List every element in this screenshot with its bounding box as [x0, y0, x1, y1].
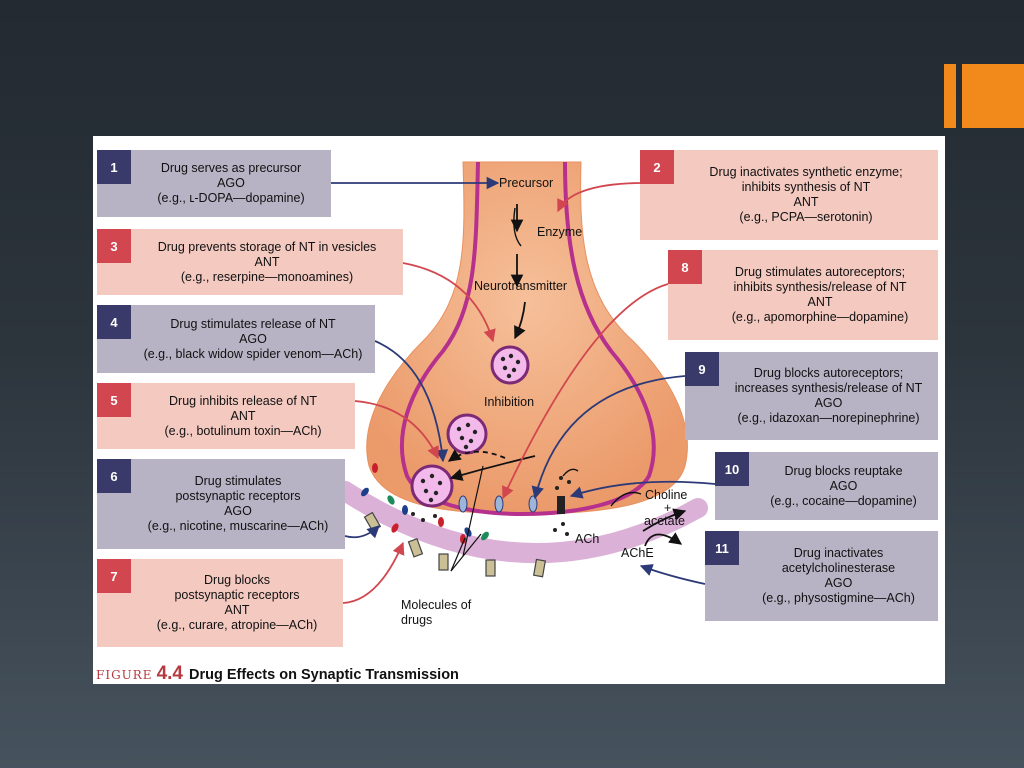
vesicle-neurotransmitter [411, 353, 571, 536]
caption-figure-word: FIGURE [96, 668, 153, 682]
box-9: 9 Drug blocks autoreceptors; increases s… [685, 352, 938, 440]
box-number: 5 [97, 383, 131, 417]
box-text-line: (e.g., curare, atropine—ACh) [156, 618, 318, 632]
box-text-line: Drug blocks reuptake [784, 463, 903, 478]
box-text-line: (e.g., cocaine—dopamine) [770, 493, 917, 508]
box-text-line: Drug blocks autoreceptors; [753, 366, 904, 380]
box-text-line: (e.g., apomorphine—dopamine) [731, 310, 909, 324]
box-text-line: AGO [824, 576, 853, 590]
box-text-line: Drug inhibits release of NT [169, 393, 317, 408]
drug-molecules [361, 463, 489, 544]
label-enzyme: Enzyme [537, 225, 583, 239]
box-6: 6 Drug stimulates postsynaptic receptors… [97, 459, 345, 549]
box-text-line: Drug stimulates release of NT [170, 316, 336, 331]
synapse-diagram [330, 161, 716, 604]
presynaptic-membrane [399, 161, 656, 517]
box-10: 10 Drug blocks reuptake AGO (e.g., cocai… [715, 452, 938, 520]
box-text-line: ANT [807, 295, 833, 309]
box-text-line: Drug blocks [204, 573, 270, 587]
label-inhibition: Inhibition [484, 395, 535, 409]
box-text-line: AGO [217, 176, 245, 190]
autoreceptors [458, 495, 538, 513]
box-8: 8 Drug stimulates autoreceptors; inhibit… [668, 250, 938, 340]
box-text-line: (e.g., reserpine—monoamines) [180, 269, 354, 284]
box-text-line: (e.g., PCPA—serotonin) [739, 210, 873, 224]
box-7: 7 Drug blocks postsynaptic receptors ANT… [97, 559, 343, 647]
caption-figure-number: 4.4 [156, 663, 183, 684]
box-number: 11 [705, 531, 739, 565]
box-text-line: increases synthesis/release of NT [734, 381, 923, 395]
accent-bar-thin [944, 64, 956, 128]
box-text-line: ANT [254, 254, 280, 269]
box-text-line: (e.g., botulinum toxin—ACh) [164, 423, 322, 438]
box-text-line: postsynaptic receptors [174, 588, 300, 602]
box-number: 10 [715, 452, 749, 486]
label-acetate: acetate [644, 514, 686, 528]
box-4: 4 Drug stimulates release of NT AGO (e.g… [97, 305, 375, 373]
box-text-line: (e.g., nicotine, muscarine—ACh) [147, 519, 329, 533]
box-text-line: Drug serves as precursor [160, 161, 302, 175]
box-text-line: ANT [230, 408, 256, 423]
box-text-line: Drug inactivates [793, 546, 884, 560]
postsynaptic-receptors [363, 511, 547, 578]
box-text-line: (e.g., black widow spider venom—ACh) [143, 346, 363, 361]
box-1: 1 Drug serves as precursor AGO (e.g., ʟ-… [97, 150, 331, 217]
label-neurotransmitter: Neurotransmitter [474, 279, 568, 293]
label-molecules-of-drugs: Molecules of [401, 598, 472, 612]
box-3: 3 Drug prevents storage of NT in vesicle… [97, 229, 403, 295]
box-text-line: (e.g., physostigmine—ACh) [762, 591, 915, 605]
box-number: 1 [97, 150, 131, 184]
box-text-line: Drug stimulates [194, 474, 282, 488]
box-text-line: ANT [793, 195, 819, 209]
box-text-line: (e.g., ʟ-DOPA—dopamine) [157, 191, 305, 205]
label-choline: Choline [645, 488, 688, 502]
vesicles [410, 345, 530, 508]
box-number: 2 [640, 150, 674, 184]
box-number: 7 [97, 559, 131, 593]
figure-panel: 1 Drug serves as precursor AGO (e.g., ʟ-… [93, 136, 945, 684]
box-text-line: AGO [239, 331, 267, 346]
label-plus: + [664, 501, 672, 515]
box-text-line: AGO [224, 504, 252, 518]
caption-title: Drug Effects on Synaptic Transmission [188, 667, 459, 683]
label-precursor: Precursor [499, 176, 554, 190]
box-11: 11 Drug inactivates acetylcholinesterase… [705, 531, 938, 621]
box-number: 8 [668, 250, 702, 284]
label-ach: ACh [575, 532, 600, 546]
box-text-line: inhibits synthesis/release of NT [733, 280, 907, 294]
box-text-line: AGO [829, 478, 858, 493]
drug-action-arrows [330, 176, 716, 604]
box-number: 3 [97, 229, 131, 263]
box-text-line: AGO [814, 396, 843, 410]
box-text-line: postsynaptic receptors [175, 489, 301, 503]
box-text-line: Drug inactivates synthetic enzyme; [709, 165, 903, 179]
box-text-line: ANT [224, 603, 250, 617]
label-ache: AChE [621, 546, 654, 560]
box-number: 4 [97, 305, 131, 339]
accent-bar-wide [962, 64, 1024, 128]
box-text-line: Drug stimulates autoreceptors; [734, 265, 906, 279]
box-text-line: acetylcholinesterase [781, 561, 896, 575]
box-text-line: Drug prevents storage of NT in vesicles [157, 239, 377, 254]
label-molecules-of-drugs-2: drugs [401, 613, 433, 627]
reuptake-transporter [557, 496, 565, 514]
box-number: 9 [685, 352, 719, 386]
box-2: 2 Drug inactivates synthetic enzyme; inh… [640, 150, 938, 240]
postsynaptic-membrane [335, 481, 708, 564]
internal-arrows [447, 204, 687, 572]
box-text-line: inhibits synthesis of NT [741, 180, 871, 194]
box-text-line: (e.g., idazoxan—norepinephrine) [737, 411, 920, 425]
box-number: 6 [97, 459, 131, 493]
box-5: 5 Drug inhibits release of NT ANT (e.g.,… [97, 383, 355, 449]
